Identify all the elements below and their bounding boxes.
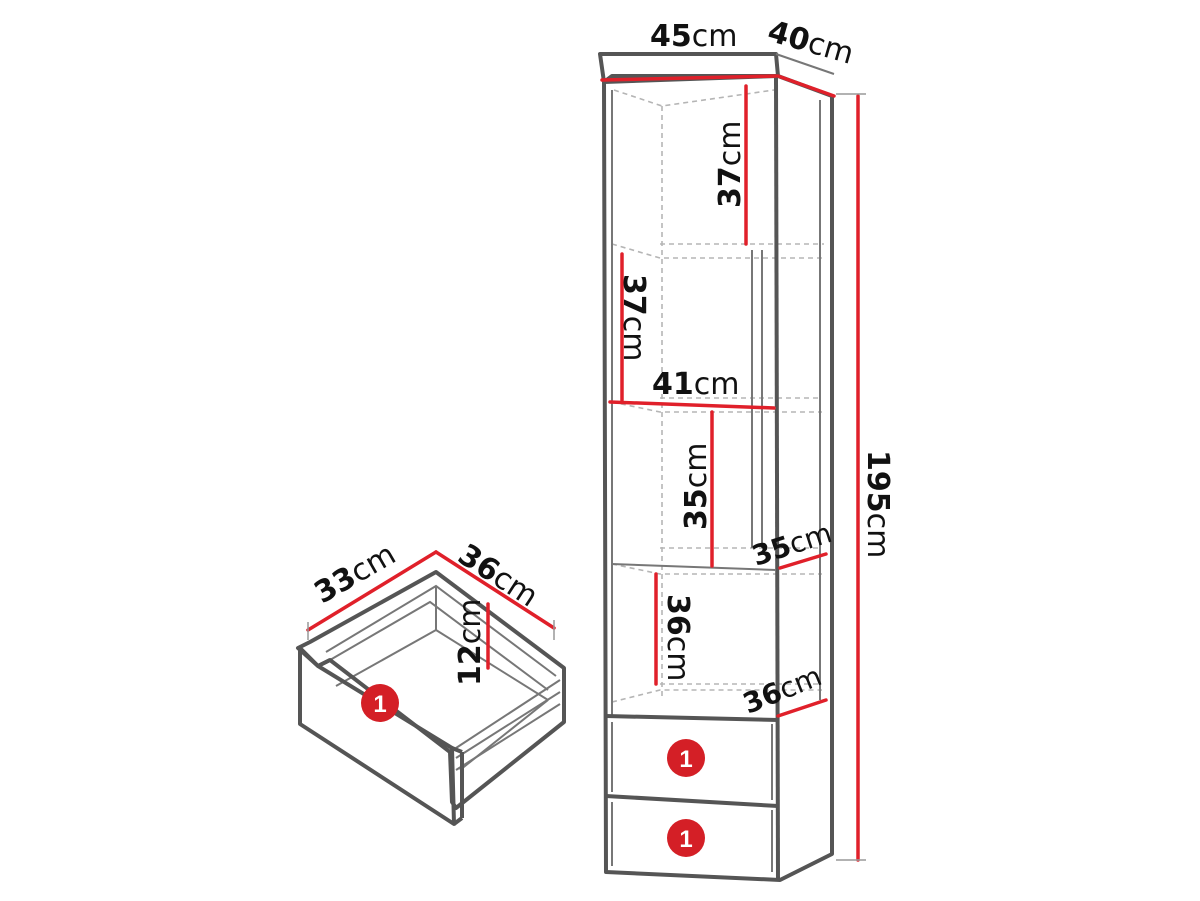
cabinet-drawer-2-badge: 1 — [667, 819, 705, 857]
compartment-4-label: 36cm — [660, 594, 695, 681]
compartment-2-label: 37cm — [616, 274, 651, 361]
cabinet-height-label: 195cm — [860, 450, 895, 558]
compartment-1-label: 37cm — [713, 121, 748, 208]
cabinet-drawer-1-badge: 1 — [667, 739, 705, 777]
cabinet-width-line — [600, 74, 778, 82]
svg-text:1: 1 — [373, 691, 386, 718]
cabinet-depth-line — [776, 74, 836, 98]
drawer-width-line — [306, 550, 438, 632]
compartment-3-label: 35cm — [679, 443, 714, 530]
inner-width-line — [608, 400, 776, 410]
bottom-depth-line — [776, 698, 828, 718]
bottom-depth-label: 36cm — [738, 659, 826, 720]
svg-text:1: 1 — [679, 826, 692, 853]
drawer-height-label: 12cm — [453, 599, 488, 686]
drawer-depth-line — [434, 550, 556, 630]
inner-width-label: 41cm — [652, 367, 739, 402]
svg-text:1: 1 — [679, 746, 692, 773]
drawer-illustration — [296, 570, 566, 826]
shelf-depth-line — [778, 552, 828, 570]
drawer-number-badge: 1 — [361, 684, 399, 722]
cabinet-width-label: 45cm — [650, 19, 737, 54]
